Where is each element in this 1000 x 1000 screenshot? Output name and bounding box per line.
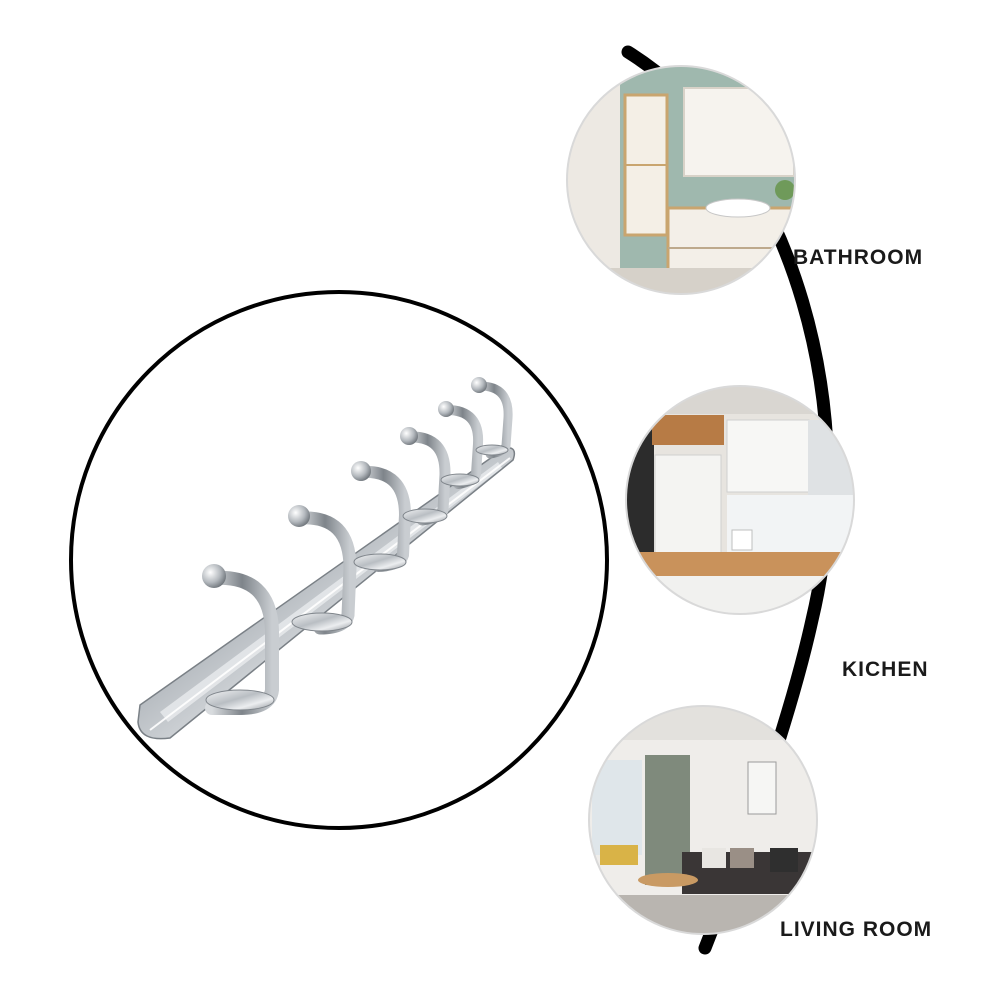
kitchen-label: KICHEN <box>842 658 929 681</box>
kitchen-image <box>625 385 855 615</box>
hook <box>471 377 513 459</box>
hook <box>400 427 451 526</box>
living-room-image <box>588 705 818 935</box>
bathroom-image <box>566 65 796 295</box>
hook <box>438 401 484 489</box>
hook <box>202 564 279 715</box>
living-room-label: LIVING ROOM <box>780 918 933 941</box>
main-product-image <box>69 290 609 830</box>
bathroom-label: BATHROOM <box>793 246 924 269</box>
hook <box>288 505 357 635</box>
